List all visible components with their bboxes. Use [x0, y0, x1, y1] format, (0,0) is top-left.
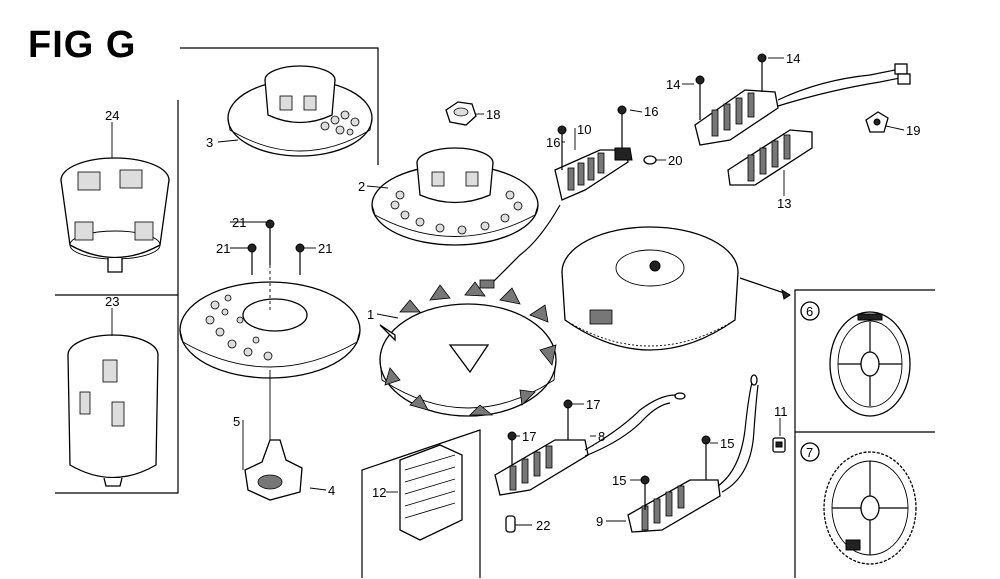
part-20-grommet	[643, 155, 657, 165]
part-5-plate	[179, 281, 361, 379]
callout-10: 10	[577, 122, 591, 137]
part-13-coils	[694, 53, 911, 186]
part-6-wheel	[829, 311, 911, 417]
part-7-geared-wheel	[823, 451, 917, 565]
callout-14b: 14	[786, 51, 800, 66]
part-18-nut	[445, 101, 477, 126]
callout-9: 9	[596, 514, 603, 529]
part-22-pin	[505, 515, 516, 533]
part-21-screws	[247, 219, 305, 310]
callout-24: 24	[105, 108, 119, 123]
figure-title: FIG G	[28, 24, 137, 66]
callout-15b: 15	[612, 473, 626, 488]
callout-21c: 21	[318, 241, 332, 256]
circled-callout-6: 6	[800, 301, 820, 321]
part-4-bracket	[244, 370, 303, 501]
part-3-plate	[227, 65, 373, 157]
callout-1: 1	[367, 307, 374, 322]
part-24-cup	[60, 157, 170, 273]
part-2-plate	[371, 147, 539, 246]
flywheel	[561, 226, 791, 351]
callout-23: 23	[105, 294, 119, 309]
part-9-coil	[627, 374, 759, 533]
callout-2: 2	[358, 179, 365, 194]
callout-22: 22	[536, 518, 550, 533]
callout-19: 19	[906, 123, 920, 138]
callout-16a: 16	[546, 135, 560, 150]
callout-6: 6	[806, 304, 813, 319]
part-11-connector	[772, 437, 786, 453]
callout-21b: 21	[216, 241, 230, 256]
callout-12: 12	[372, 485, 386, 500]
part-19-clip	[865, 111, 889, 133]
callout-14a: 14	[666, 77, 680, 92]
callout-5: 5	[233, 414, 240, 429]
callout-11: 11	[774, 404, 788, 419]
callout-7: 7	[806, 445, 813, 460]
callout-4: 4	[328, 483, 335, 498]
callout-17b: 17	[522, 429, 536, 444]
callout-17a: 17	[586, 397, 600, 412]
part-1-fan	[379, 281, 557, 417]
circled-callout-7: 7	[800, 442, 820, 462]
leader-lines	[111, 57, 905, 526]
callout-numbers: 24 23 3 2 18 1 5 4 10 16 16 20 14 14 13 …	[105, 51, 920, 533]
part-23-cylinder	[67, 334, 159, 487]
frame-lines	[55, 47, 935, 578]
callout-21a: 21	[232, 215, 246, 230]
wire-harness	[479, 204, 561, 289]
callout-20: 20	[668, 153, 682, 168]
callout-8: 8	[598, 429, 605, 444]
callout-15a: 15	[720, 436, 734, 451]
callout-3: 3	[206, 135, 213, 150]
callout-16b: 16	[644, 104, 658, 119]
callout-13: 13	[777, 196, 791, 211]
part-10-coil	[554, 105, 633, 201]
callout-18: 18	[486, 107, 500, 122]
part-8-coil	[494, 392, 686, 496]
part-12-rectifier	[399, 444, 463, 541]
